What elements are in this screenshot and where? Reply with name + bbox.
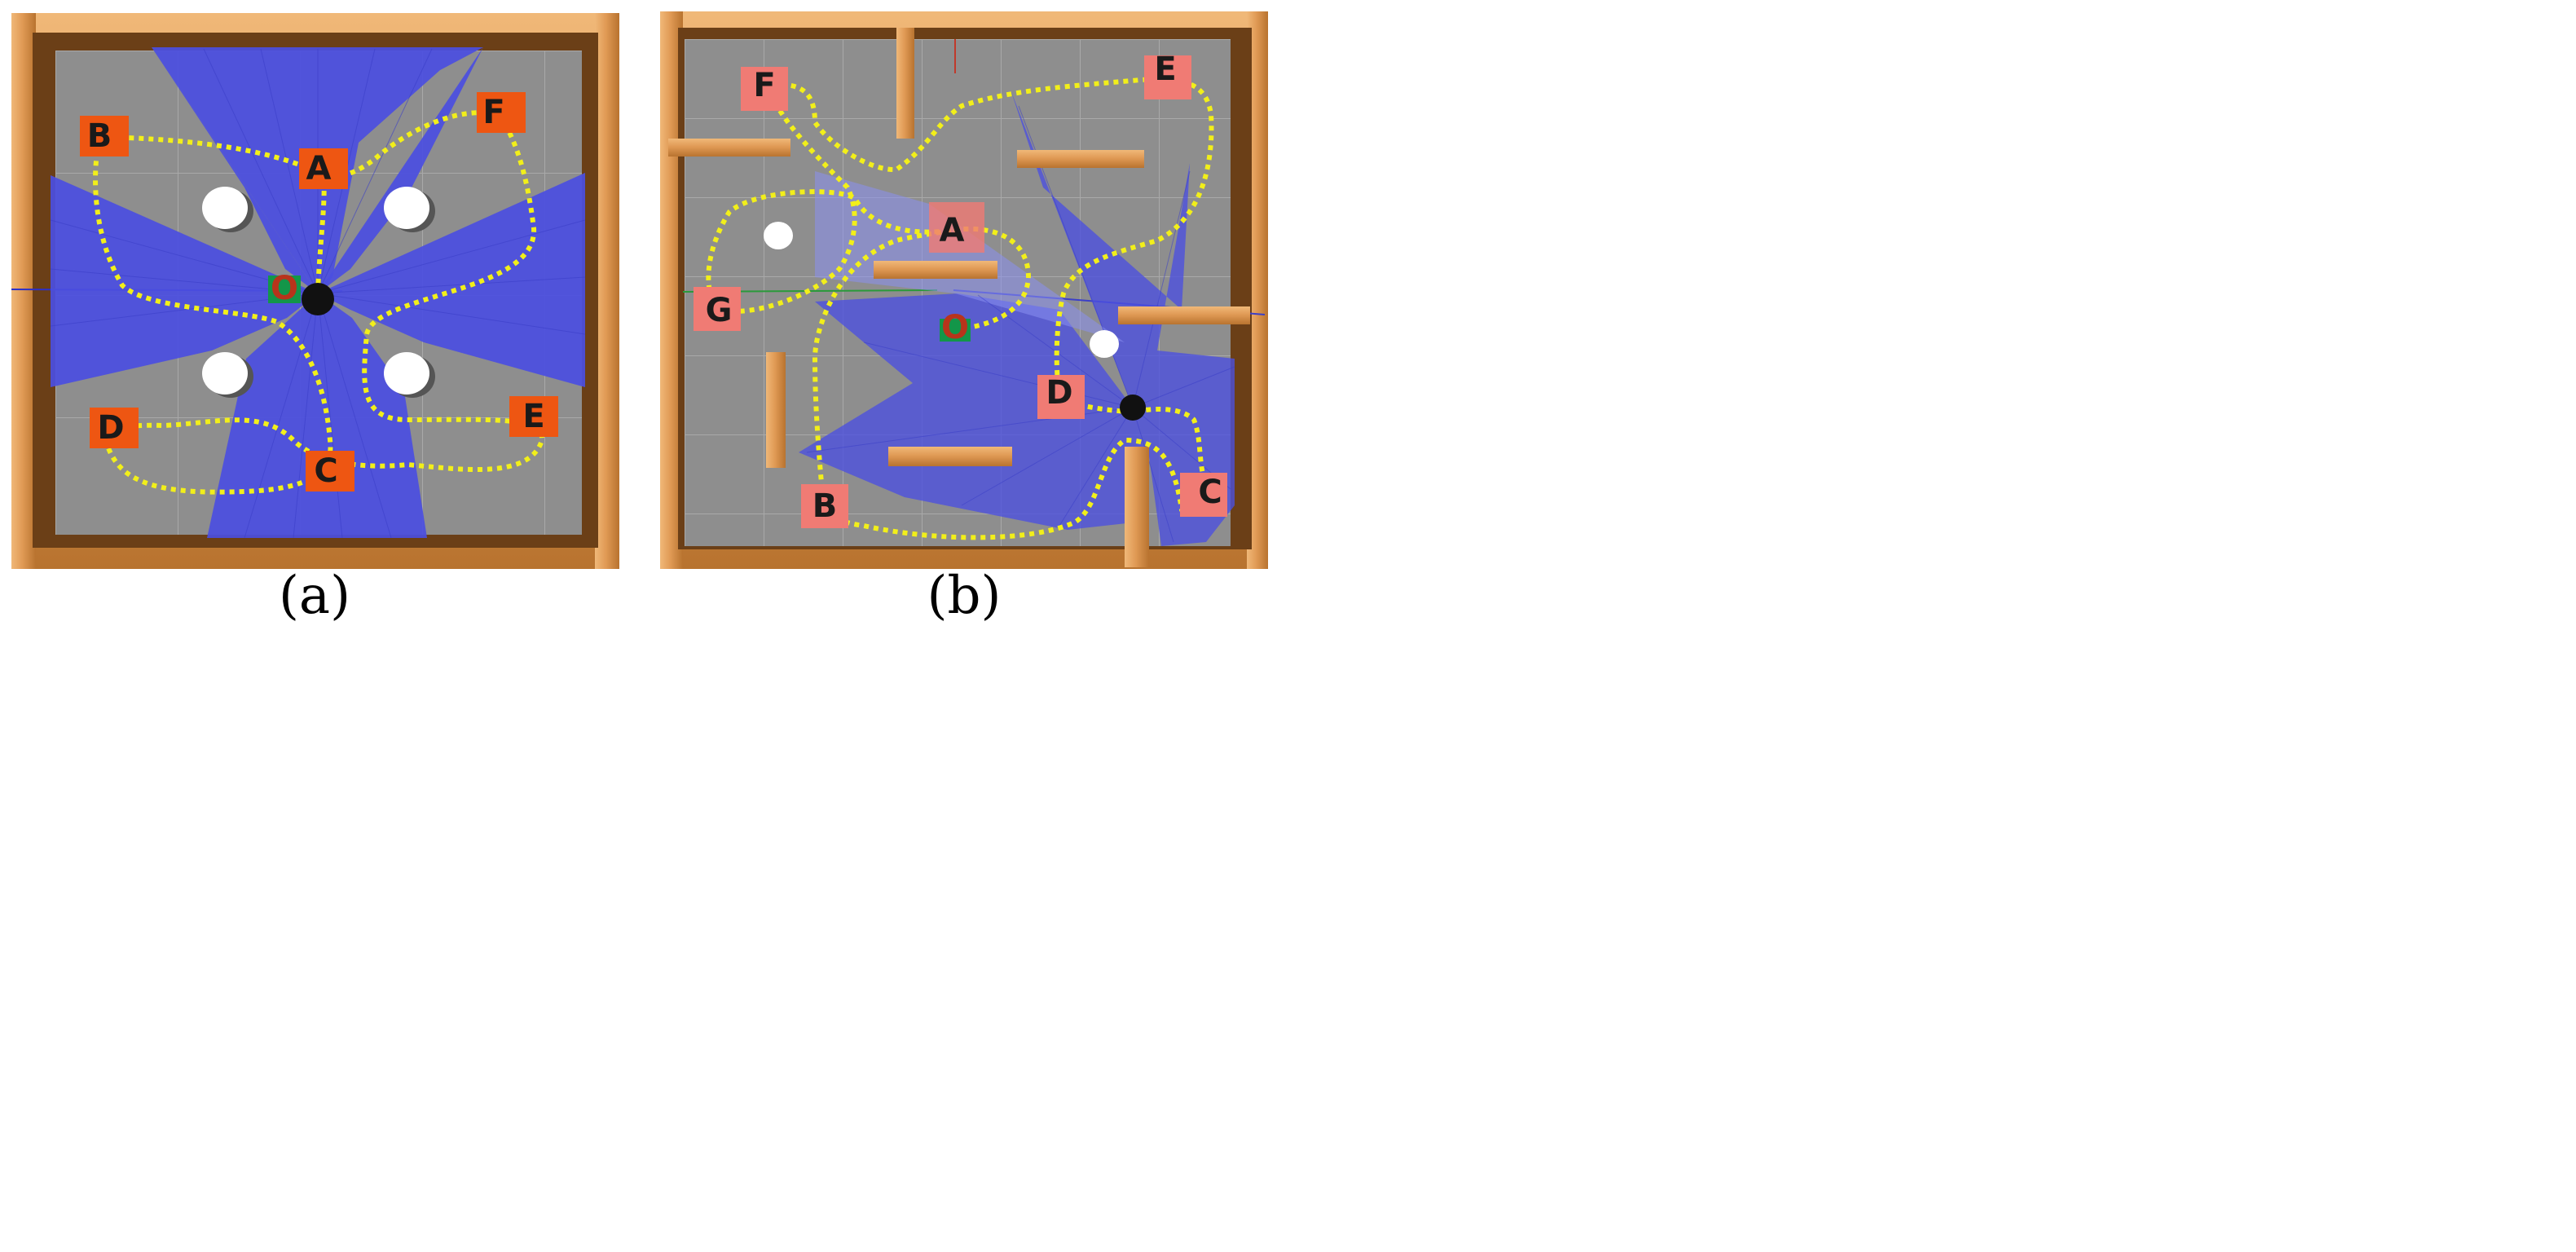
marker-label: E — [1154, 51, 1176, 88]
panel-a-cylinders — [202, 187, 435, 398]
panel-b-marker-G: G — [694, 287, 741, 331]
marker-label: A — [940, 212, 965, 249]
panel-b-marker-A: A — [929, 202, 984, 253]
panel-a-marker-D: D — [90, 408, 139, 448]
panel-a-marker-E: E — [509, 396, 558, 437]
marker-label: F — [482, 94, 504, 131]
panel-b-laser-scan-faint — [815, 171, 1125, 342]
panel-a: A B C D E F O (a) — [11, 13, 619, 626]
origin-label: O — [271, 270, 298, 307]
marker-label: D — [97, 409, 124, 447]
panel-a-marker-B: B — [80, 116, 129, 156]
marker-label: F — [753, 67, 775, 104]
marker-label: B — [87, 117, 112, 155]
panel-b-cylinders — [764, 222, 1119, 358]
marker-label: C — [314, 452, 337, 490]
panel-a-marker-F: F — [477, 92, 526, 133]
marker-label: C — [1198, 474, 1222, 511]
marker-label: E — [522, 398, 544, 435]
panel-b-laser-scan — [799, 90, 1235, 546]
panel-a-origin: O — [268, 270, 301, 307]
panel-a-marker-A: A — [299, 148, 348, 189]
panel-a-caption: (a) — [279, 566, 350, 626]
panel-b-marker-F: F — [741, 67, 788, 111]
panel-a-path — [93, 110, 545, 495]
marker-label: A — [306, 150, 332, 187]
panel-b-robot — [1120, 395, 1146, 421]
origin-label: O — [941, 309, 969, 346]
panel-b-marker-C: C — [1180, 473, 1227, 517]
panel-b-origin: O — [940, 309, 971, 346]
panel-b-caption: (b) — [927, 566, 1002, 626]
panel-b: A B C D E F G O (b — [660, 11, 1268, 626]
marker-label: B — [812, 487, 838, 525]
panel-b-marker-D: D — [1037, 374, 1085, 419]
panel-b-path — [706, 77, 1214, 540]
panel-a-marker-C: C — [306, 451, 354, 492]
panel-b-marker-E: E — [1144, 51, 1191, 99]
marker-label: G — [706, 292, 733, 329]
panel-b-marker-B: B — [801, 484, 848, 528]
marker-label: D — [1046, 374, 1072, 412]
panel-a-frame-left — [11, 13, 36, 569]
panel-b-walls — [668, 28, 1250, 567]
panel-a-frame-right — [595, 13, 619, 569]
panel-a-robot — [302, 283, 334, 315]
